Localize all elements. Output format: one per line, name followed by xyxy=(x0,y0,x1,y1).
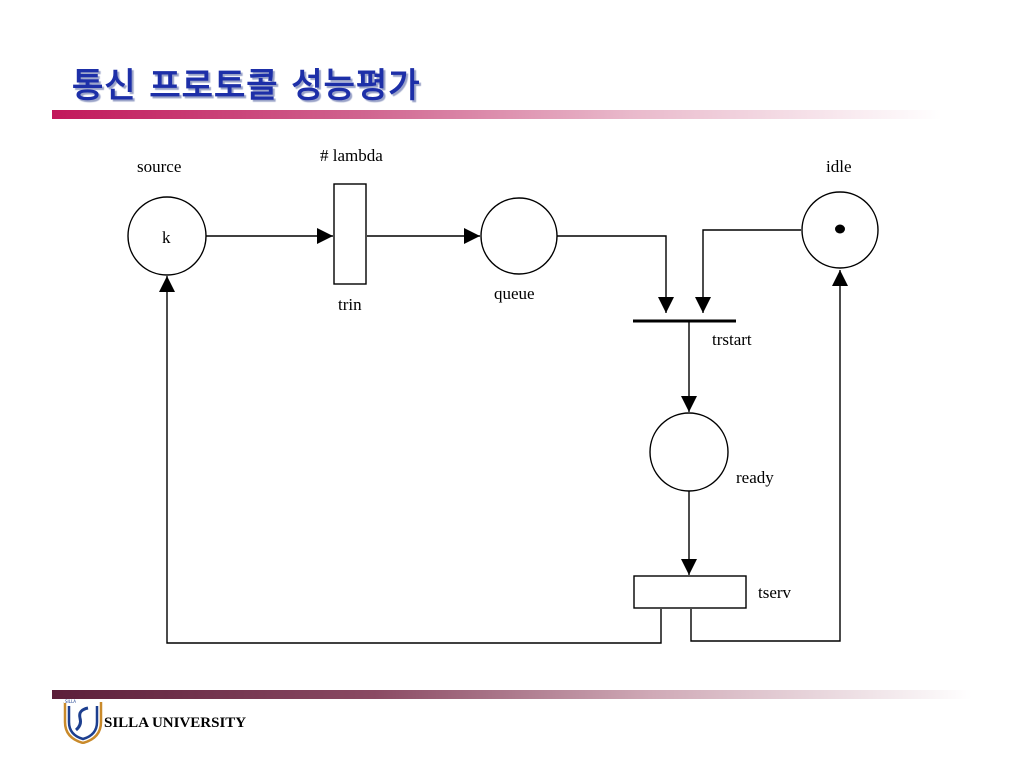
place-source xyxy=(127,196,207,276)
label-trstart: trstart xyxy=(712,330,752,349)
university-name: SILLA UNIVERSITY xyxy=(104,715,247,731)
slide-title: 통신 프로토콜 성능평가 xyxy=(72,66,421,106)
label-trin: trin xyxy=(338,295,362,314)
place-queue xyxy=(480,197,558,275)
label-tserv: tserv xyxy=(758,583,792,602)
silla-university-logo: SILLA xyxy=(63,699,103,744)
transition-trin xyxy=(333,183,367,285)
footer-divider xyxy=(52,690,972,699)
label-lambda: # lambda xyxy=(320,146,383,165)
arc-tserv-source xyxy=(159,276,662,644)
label-ready: ready xyxy=(736,468,774,487)
label-queue: queue xyxy=(494,284,535,303)
transition-tserv xyxy=(633,575,747,609)
arc-queue-trstart xyxy=(557,235,674,313)
logo-text: SILLA xyxy=(65,699,76,704)
token-source: k xyxy=(162,228,171,247)
arc-idle-trstart xyxy=(695,229,801,313)
arc-tserv-idle xyxy=(690,270,848,642)
label-idle: idle xyxy=(826,157,852,176)
title-divider xyxy=(52,110,942,119)
place-ready xyxy=(649,412,729,492)
idle-token xyxy=(835,224,845,234)
label-source: source xyxy=(137,157,181,176)
